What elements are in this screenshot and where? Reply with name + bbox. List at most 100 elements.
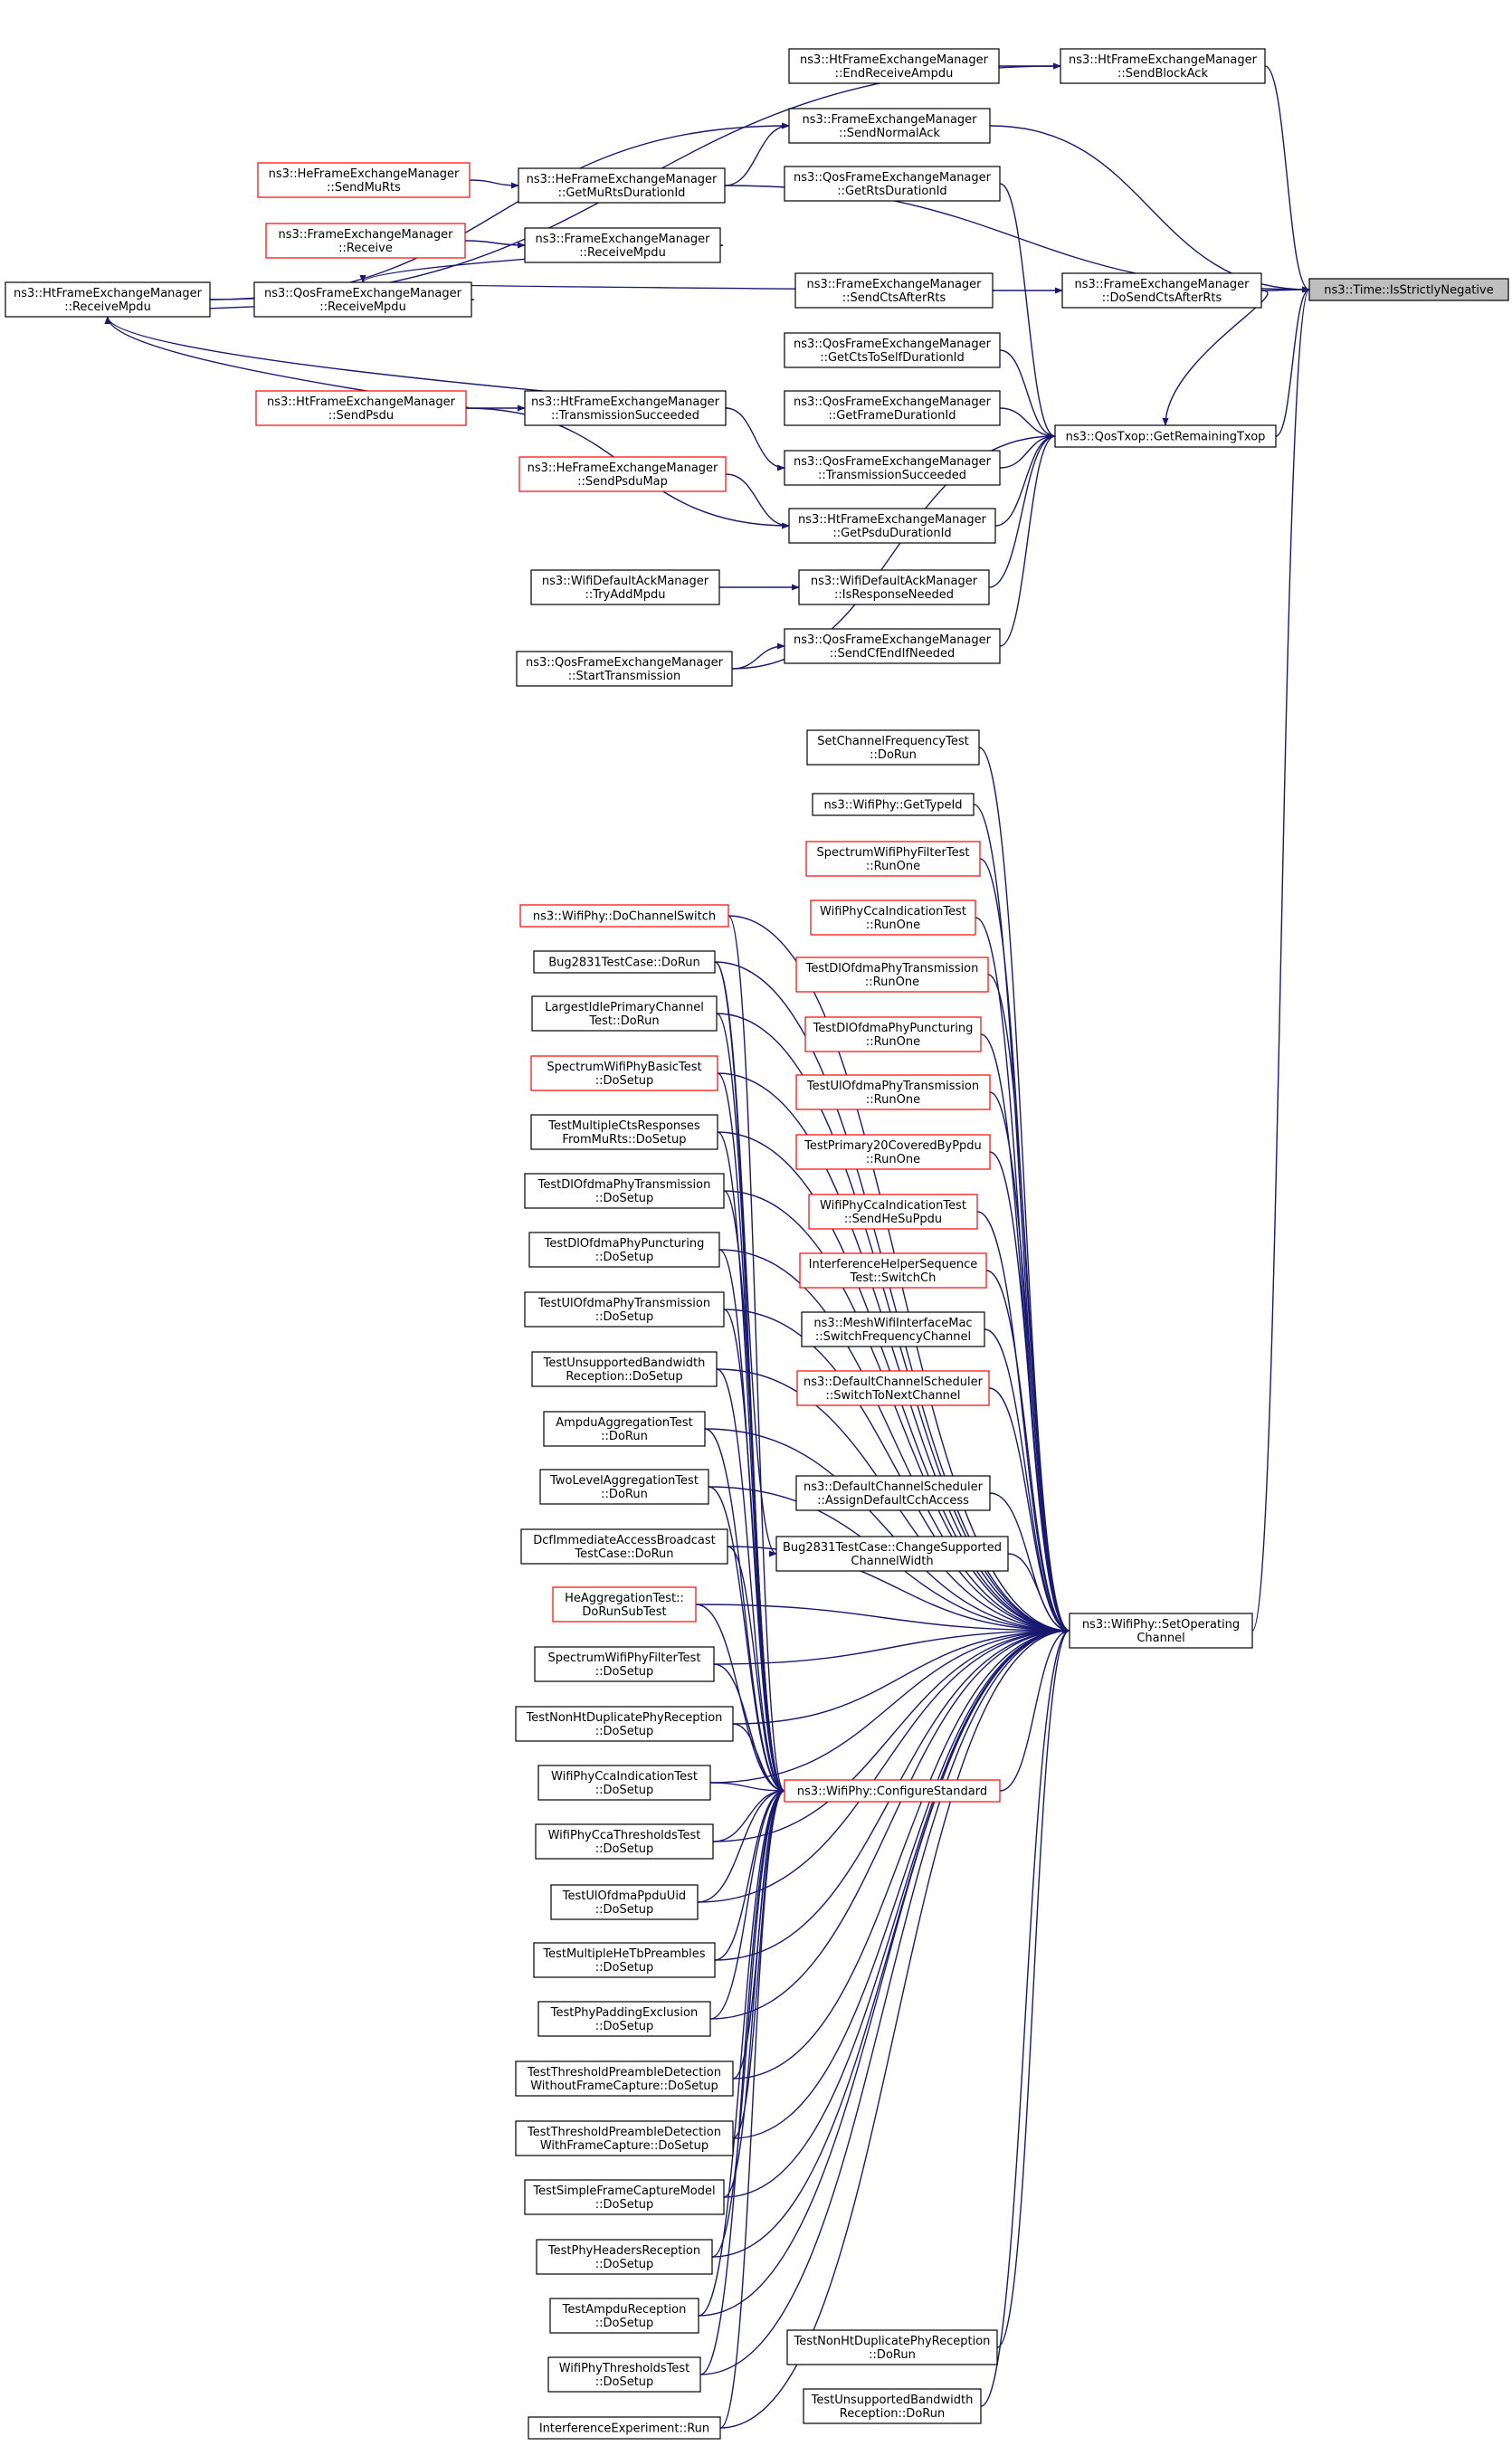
- node-ampduaggregationtest-dorun[interactable]: AmpduAggregationTest::DoRun: [543, 1411, 706, 1447]
- node-box: [795, 1074, 991, 1110]
- node-frameexchangemanager-sendctsafterrts[interactable]: ns3::FrameExchangeManager::SendCtsAfterR…: [794, 272, 994, 309]
- node-label-line: ::DoSetup: [595, 2258, 654, 2271]
- node-wifiphyccaindicationtest-runone[interactable]: WifiPhyCcaIndicationTest::RunOne: [810, 899, 976, 936]
- node-testphypaddingexclusion-dosetup[interactable]: TestPhyPaddingExclusion::DoSetup: [537, 2001, 711, 2037]
- node-testthresholdpreambledetectionwithframecapture-dosetup[interactable]: TestThresholdPreambleDetectionWithFrameC…: [515, 2120, 734, 2156]
- node-dcfimmediateaccessbroadcasttestcase-dorun[interactable]: DcfImmediateAccessBroadcastTestCase::DoR…: [520, 1528, 728, 1565]
- node-qosframeexchangemanager-transmissionsucceeded[interactable]: ns3::QosFrameExchangeManager::Transmissi…: [784, 450, 1001, 486]
- node-setchannelfrequencytest-dorun[interactable]: SetChannelFrequencyTest::DoRun: [806, 729, 980, 766]
- node-qosframeexchangemanager-getctstoselfdurationid[interactable]: ns3::QosFrameExchangeManager::GetCtsToSe…: [784, 332, 1001, 368]
- node-interferenceexperiment-run[interactable]: InterferenceExperiment::Run: [528, 2416, 721, 2440]
- node-qosframeexchangemanager-getframedurationid[interactable]: ns3::QosFrameExchangeManager::GetFrameDu…: [784, 390, 1001, 426]
- node-wifiphyccathresholdstest-dosetup[interactable]: WifiPhyCcaThresholdsTest::DoSetup: [535, 1823, 714, 1860]
- node-htframeexchangemanager-transmissionsucceeded[interactable]: ns3::HtFrameExchangeManager::Transmissio…: [524, 390, 727, 426]
- node-box: [537, 1765, 711, 1801]
- node-testulofdmaphytransmission-runone[interactable]: TestUlOfdmaPhyTransmission::RunOne: [795, 1074, 991, 1110]
- node-wifidefaultackmanager-isresponseneeded[interactable]: ns3::WifiDefaultAckManager::IsResponseNe…: [798, 569, 990, 605]
- node-qosframeexchangemanager-receivempdu[interactable]: ns3::QosFrameExchangeManager::ReceiveMpd…: [253, 281, 472, 318]
- node-qosframeexchangemanager-sendcfendifneeded[interactable]: ns3::QosFrameExchangeManager::SendCfEndI…: [784, 628, 1001, 664]
- node-frameexchangemanager-dosendctsafterrts[interactable]: ns3::FrameExchangeManager::DoSendCtsAfte…: [1061, 272, 1262, 309]
- edge-bug2831testcase-changesupportedchannelwidth-to-wifiphy-setoperatingchannel: [1007, 1553, 1070, 1634]
- node-bug2831testcase-changesupportedchannelwidth[interactable]: Bug2831TestCase::ChangeSupportedChannelW…: [775, 1536, 1009, 1572]
- node-qosframeexchangemanager-getrtsdurationid[interactable]: ns3::QosFrameExchangeManager::GetRtsDura…: [784, 166, 1001, 202]
- node-wifiphyccaindicationtest-sendhesuppdu[interactable]: WifiPhyCcaIndicationTest::SendHeSuPpdu: [808, 1194, 978, 1230]
- node-testphyheadersreception-dosetup[interactable]: TestPhyHeadersReception::DoSetup: [536, 2239, 713, 2275]
- node-testampdureception-dosetup[interactable]: TestAmpduReception::DoSetup: [549, 2298, 699, 2334]
- node-box: [543, 1411, 706, 1447]
- node-testprimary20coveredbyppdu-runone[interactable]: TestPrimary20CoveredByPpdu::RunOne: [795, 1134, 991, 1170]
- node-wifidefaultackmanager-tryaddmpdu[interactable]: ns3::WifiDefaultAckManager::TryAddMpdu: [530, 569, 720, 605]
- node-testulofdmappduuid-dosetup[interactable]: TestUlOfdmaPpduUid::DoSetup: [550, 1884, 699, 1920]
- node-wifiphyccaindicationtest-dosetup[interactable]: WifiPhyCcaIndicationTest::DoSetup: [537, 1765, 711, 1801]
- node-label-line: ::GetFrameDurationId: [829, 409, 956, 423]
- node-spectrumwifiphybasictest-dosetup[interactable]: SpectrumWifiPhyBasicTest::DoSetup: [530, 1055, 718, 1091]
- node-frameexchangemanager-sendnormalack[interactable]: ns3::FrameExchangeManager::SendNormalAck: [788, 108, 991, 144]
- node-label-line: ::DoSetup: [595, 1665, 654, 1679]
- node-frameexchangemanager-receive[interactable]: ns3::FrameExchangeManager::Receive: [265, 223, 466, 259]
- node-defaultchannelscheduler-assigndefaultcchaccess[interactable]: ns3::DefaultChannelScheduler::AssignDefa…: [795, 1475, 991, 1511]
- node-heframeexchangemanager-getmurtsdurationid[interactable]: ns3::HeFrameExchangeManager::GetMuRtsDur…: [518, 167, 726, 204]
- node-spectrumwifiphyfiltertest-dosetup[interactable]: SpectrumWifiPhyFilterTest::DoSetup: [534, 1646, 715, 1682]
- node-label-line: ns3::WifiPhy::ConfigureStandard: [797, 1785, 987, 1799]
- node-testunsupportedbandwidthreception-dosetup[interactable]: TestUnsupportedBandwidthReception::DoSet…: [531, 1351, 718, 1387]
- edge-dcfimmediateaccessbroadcasttestcase-dorun-to-wifiphy-configurestandard: [727, 1546, 785, 1794]
- node-time-isstrictlynegative[interactable]: ns3::Time::IsStrictlyNegative: [1308, 278, 1509, 301]
- node-meshwifiinterfacemac-switchfrequencychannel[interactable]: ns3::MeshWifiInterfaceMac::SwitchFrequen…: [801, 1311, 985, 1347]
- node-bug2831testcase-dorun[interactable]: Bug2831TestCase::DoRun: [533, 950, 716, 974]
- edge-testdlofdmaphypuncturing-dosetup-to-wifiphy-setoperatingchannel: [718, 1249, 1070, 1634]
- node-testdlofdmaphypuncturing-dosetup[interactable]: TestDlOfdmaPhyPuncturing::DoSetup: [528, 1232, 720, 1268]
- node-label-line: ::DoSendCtsAfterRts: [1102, 291, 1222, 305]
- node-testsimpleframecapturemodel-dosetup[interactable]: TestSimpleFrameCaptureModel::DoSetup: [524, 2179, 725, 2215]
- node-testdlofdmaphypuncturing-runone[interactable]: TestDlOfdmaPhyPuncturing::RunOne: [804, 1016, 982, 1052]
- node-htframeexchangemanager-endreceiveampdu[interactable]: ns3::HtFrameExchangeManager::EndReceiveA…: [788, 48, 1000, 84]
- node-testthresholdpreambledetectionwithoutframecapture-dosetup[interactable]: TestThresholdPreambleDetectionWithoutFra…: [515, 2061, 734, 2097]
- node-qostxop-getremainingtxop[interactable]: ns3::QosTxop::GetRemainingTxop: [1054, 424, 1277, 448]
- node-testmultiplectsresponsesfrommurts-dosetup[interactable]: TestMultipleCtsResponsesFromMuRts::DoSet…: [530, 1114, 718, 1150]
- node-testulofdmaphytransmission-dosetup[interactable]: TestUlOfdmaPhyTransmission::DoSetup: [524, 1291, 725, 1328]
- edge-htframeexchangemanager-transmissionsucceeded-to-qosframeexchangemanager-transmissionsucceeded: [725, 407, 785, 471]
- node-box: [799, 1252, 987, 1289]
- node-box: [518, 456, 727, 492]
- edge-wifiphyccaindicationtest-dosetup-to-wifiphy-configurestandard: [709, 1782, 785, 1794]
- node-htframeexchangemanager-sendpsdu[interactable]: ns3::HtFrameExchangeManager::SendPsdu: [255, 390, 467, 426]
- node-box: [515, 2061, 734, 2097]
- edge-testulofdmaphytransmission-dosetup-to-wifiphy-setoperatingchannel: [723, 1309, 1070, 1634]
- node-htframeexchangemanager-receivempdu[interactable]: ns3::HtFrameExchangeManager::ReceiveMpdu: [5, 281, 211, 318]
- node-box: [794, 272, 994, 309]
- edge-wifiphyccathresholdstest-dosetup-to-wifiphy-setoperatingchannel: [712, 1627, 1070, 1842]
- node-label-line: ::GetPsduDurationId: [832, 527, 951, 540]
- node-label-line: TwoLevelAggregationTest: [549, 1474, 699, 1488]
- node-twolevelaggregationtest-dorun[interactable]: TwoLevelAggregationTest::DoRun: [539, 1469, 709, 1505]
- node-spectrumwifiphyfiltertest-runone[interactable]: SpectrumWifiPhyFilterTest::RunOne: [805, 841, 981, 877]
- node-testdlofdmaphytransmission-dosetup[interactable]: TestDlOfdmaPhyTransmission::DoSetup: [524, 1173, 725, 1209]
- node-heframeexchangemanager-sendpsdumap[interactable]: ns3::HeFrameExchangeManager::SendPsduMap: [518, 456, 727, 492]
- node-label-line: SpectrumWifiPhyFilterTest: [548, 1651, 701, 1665]
- node-heframeexchangemanager-sendmurts[interactable]: ns3::HeFrameExchangeManager::SendMuRts: [257, 162, 471, 198]
- node-htframeexchangemanager-getpsdudurationid[interactable]: ns3::HtFrameExchangeManager::GetPsduDura…: [788, 508, 996, 544]
- node-frameexchangemanager-receivempdu[interactable]: ns3::FrameExchangeManager::ReceiveMpdu: [524, 227, 721, 263]
- node-wifiphy-gettypeid[interactable]: ns3::WifiPhy::GetTypeId: [812, 793, 975, 816]
- node-wifiphy-dochannelswitch[interactable]: ns3::WifiPhy::DoChannelSwitch: [519, 904, 729, 928]
- node-box: [788, 508, 996, 544]
- node-label-line: ::GetCtsToSelfDurationId: [820, 351, 965, 365]
- edge-testnonhtduplicatephyreception-dorun-to-wifiphy-setoperatingchannel: [996, 1627, 1070, 2348]
- node-testnonhtduplicatephyreception-dosetup[interactable]: TestNonHtDuplicatePhyReception::DoSetup: [515, 1706, 734, 1742]
- node-testdlofdmaphytransmission-runone[interactable]: TestDlOfdmaPhyTransmission::RunOne: [795, 957, 989, 993]
- node-htframeexchangemanager-sendblockack[interactable]: ns3::HtFrameExchangeManager::SendBlockAc…: [1060, 48, 1266, 84]
- node-label-line: ::ReceiveMpdu: [579, 246, 666, 260]
- node-defaultchannelscheduler-switchtonextchannel[interactable]: ns3::DefaultChannelScheduler::SwitchToNe…: [796, 1370, 990, 1406]
- edge-qosframeexchangemanager-starttransmission-to-qosframeexchangemanager-sendcfendifneeded: [731, 642, 785, 670]
- node-wifiphy-configurestandard[interactable]: ns3::WifiPhy::ConfigureStandard: [784, 1779, 1001, 1803]
- node-testmultiplehetbpreambles-dosetup[interactable]: TestMultipleHeTbPreambles::DoSetup: [533, 1942, 716, 1978]
- node-qosframeexchangemanager-starttransmission[interactable]: ns3::QosFrameExchangeManager::StartTrans…: [516, 651, 733, 687]
- node-label-line: LargestIdlePrimaryChannel: [545, 1001, 704, 1014]
- node-wifiphythresholdstest-dosetup[interactable]: WifiPhyThresholdsTest::DoSetup: [547, 2356, 701, 2393]
- node-label-line: TestSimpleFrameCaptureModel: [532, 2184, 715, 2198]
- node-box: [257, 162, 471, 198]
- node-heaggregationtest-dorunsubtest[interactable]: HeAggregationTest::DoRunSubTest: [552, 1586, 697, 1623]
- node-testnonhtduplicatephyreception-dorun[interactable]: TestNonHtDuplicatePhyReception::DoRun: [786, 2329, 998, 2365]
